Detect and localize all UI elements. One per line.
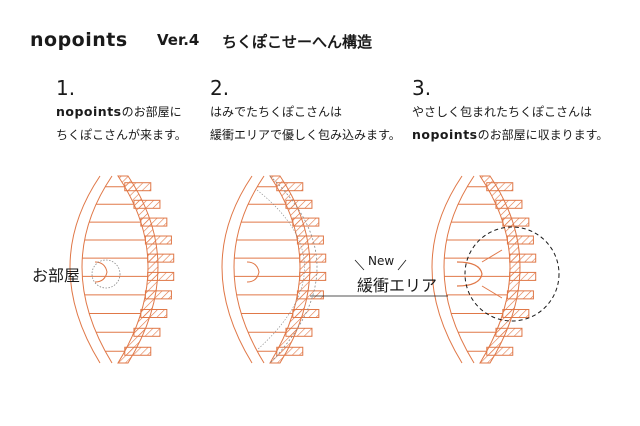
- rib-tooth: [509, 253, 537, 263]
- cushion-area-label: 緩衝エリア: [357, 276, 438, 295]
- rib-tooth: [285, 199, 313, 209]
- rib-tooth: [486, 182, 514, 192]
- rib-tooth: [124, 346, 152, 356]
- inner-line: [81, 175, 113, 364]
- rib-tooth: [495, 327, 523, 337]
- rib-tooth: [133, 199, 161, 209]
- step-2-number: 2.: [210, 76, 230, 100]
- rib-tooth: [509, 271, 537, 281]
- rib-tooth: [133, 327, 161, 337]
- inner-line: [233, 175, 265, 364]
- outer-line: [221, 175, 253, 364]
- rib-tooth: [506, 235, 534, 245]
- step-3-line-2: nopointsのお部屋に収まります。: [412, 127, 608, 143]
- outer-line: [69, 175, 101, 364]
- rib-tooth: [292, 217, 320, 227]
- step-1-line-1: nopointsのお部屋に: [56, 104, 182, 120]
- rib-tooth: [285, 327, 313, 337]
- step-3-text-2: のお部屋に収まります。: [477, 128, 609, 142]
- rib-tooth: [124, 182, 152, 192]
- brand-logo: nopoints: [30, 29, 128, 51]
- rib-tooth: [144, 290, 172, 300]
- step-1-text-1: のお部屋に: [121, 105, 182, 119]
- diagram-1: [69, 175, 175, 364]
- step-2-line-2: 緩衝エリアで優しく包み込みます。: [210, 128, 401, 142]
- diagram-3: [431, 175, 560, 364]
- rib-tooth: [296, 290, 324, 300]
- step-3-brand: nopoints: [412, 127, 478, 142]
- fold-lines: [481, 249, 503, 299]
- step-3-line-1: やさしく包まれたちくぽこさんは: [412, 105, 593, 119]
- diagram-group: [69, 175, 560, 364]
- step-2-line-1: はみでたちくぽこさんは: [210, 105, 343, 119]
- cushion-guide-inner: [256, 189, 305, 351]
- diagram-2: [221, 175, 327, 364]
- room-notch: [246, 261, 260, 283]
- room-notch: [94, 261, 108, 283]
- cushion-guide: [269, 175, 318, 364]
- inner-line: [443, 175, 475, 364]
- rib-tooth: [140, 308, 168, 318]
- rib-tooth: [502, 308, 530, 318]
- new-tick-right: [397, 259, 407, 271]
- rib-tooth: [486, 346, 514, 356]
- rib-tooth: [299, 253, 327, 263]
- rib-tooth: [296, 235, 324, 245]
- rib-tooth: [147, 271, 175, 281]
- step-1-line-2: ちくぽこさんが来ます。: [56, 128, 187, 142]
- rib-tooth: [276, 182, 304, 192]
- version-label: Ver.4: [157, 31, 200, 49]
- rib-tooth: [147, 253, 175, 263]
- new-tick-left: [354, 259, 365, 271]
- wrapped-notch: [456, 261, 483, 287]
- room-label: お部屋: [32, 266, 81, 285]
- rib-tooth: [502, 217, 530, 227]
- rib-tooth: [495, 199, 523, 209]
- outer-line: [431, 175, 463, 364]
- rib-tooth: [140, 217, 168, 227]
- step-1-brand: nopoints: [56, 104, 122, 119]
- rib-tooth: [144, 235, 172, 245]
- rib-tooth: [276, 346, 304, 356]
- rib-tooth: [506, 290, 534, 300]
- new-label: New: [368, 254, 395, 268]
- step-3-number: 3.: [412, 76, 432, 100]
- page-title: ちくぽこせーへん構造: [222, 33, 373, 51]
- step-1-number: 1.: [56, 76, 76, 100]
- zoom-circle: [464, 226, 560, 322]
- room-circle: [91, 259, 121, 289]
- rib-tooth: [299, 271, 327, 281]
